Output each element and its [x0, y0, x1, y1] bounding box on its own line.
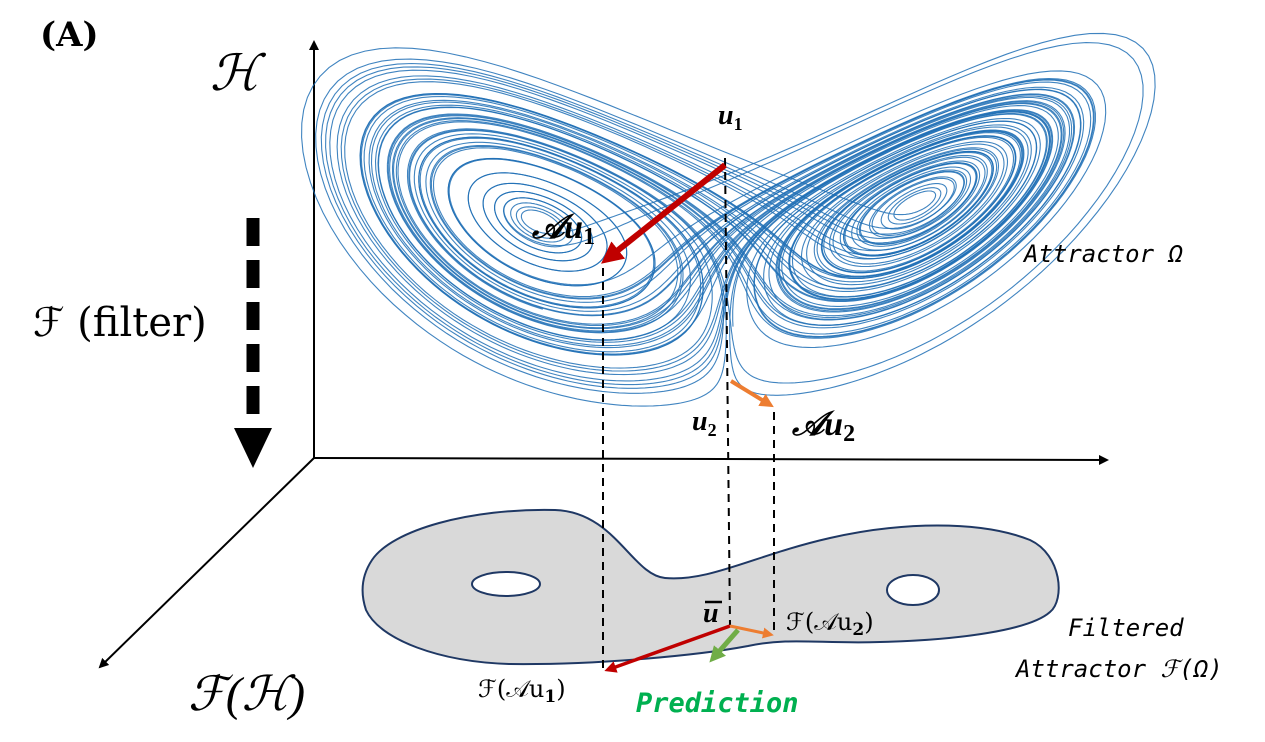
label-au1: 𝒜u1	[531, 209, 595, 250]
attractor-trajectory-segment	[325, 66, 1082, 386]
label-ubar: u	[703, 598, 719, 629]
attractor-trajectory-segment	[301, 47, 1066, 407]
axes	[98, 40, 1109, 669]
attractor-trajectory-segment	[389, 78, 1095, 339]
caption-attractor: Attractor Ω	[1022, 240, 1183, 268]
attractor-trajectory-segment	[386, 88, 1082, 333]
arrow-au1	[601, 162, 727, 264]
attractor-trajectory-segment	[494, 32, 1156, 396]
label-u1: u1	[718, 100, 743, 134]
filtered-attractor-shape	[361, 508, 1060, 666]
attractor-trajectory-segment	[732, 113, 1047, 327]
filtered-hole-left	[471, 571, 541, 597]
filtered-attractor	[361, 508, 1060, 666]
caption-filtered-line1: Filtered	[1068, 614, 1184, 642]
panel-label: (A)	[40, 15, 99, 55]
z-axis	[98, 457, 315, 669]
arrow-fau1	[604, 624, 731, 673]
caption-filtered-line2: Attractor ℱ(Ω)	[1014, 655, 1223, 683]
arrow-au2	[729, 379, 774, 408]
attractor-trajectory-segment	[359, 92, 1023, 356]
attractor-trajectory-segment	[320, 62, 1051, 389]
filter-label: ℱ (filter)	[33, 300, 207, 346]
label-u2: u2	[692, 406, 717, 440]
filter-arrow-head	[234, 428, 272, 468]
x-axis	[313, 454, 1109, 465]
label-fau1: ℱ(𝒜u1)	[478, 675, 566, 707]
arrow-fau2	[729, 624, 774, 639]
attractor-trajectory-segment	[363, 70, 1107, 353]
projection-line-u1	[724, 157, 731, 626]
attractor-trajectory-segment	[387, 81, 1092, 341]
caption-prediction: Prediction	[636, 688, 799, 719]
attractor-trajectory-segment	[315, 58, 998, 394]
h-space-label: ℋ	[210, 45, 267, 101]
attractor-trajectory-segment	[344, 77, 1096, 369]
label-au2: 𝒜u2	[791, 406, 855, 447]
filter-arrow	[234, 218, 272, 468]
attractor-trajectory-segment	[360, 93, 1066, 355]
label-fau2: ℱ(𝒜u2)	[786, 608, 874, 640]
arrow-prediction	[709, 628, 740, 663]
filtered-hole-right	[886, 574, 940, 606]
fh-space-label: ℱ(ℋ)	[188, 668, 305, 721]
lorenz-attractor	[301, 32, 1156, 407]
attractor-trajectory-segment	[368, 79, 1094, 349]
projection-lines	[602, 157, 775, 668]
